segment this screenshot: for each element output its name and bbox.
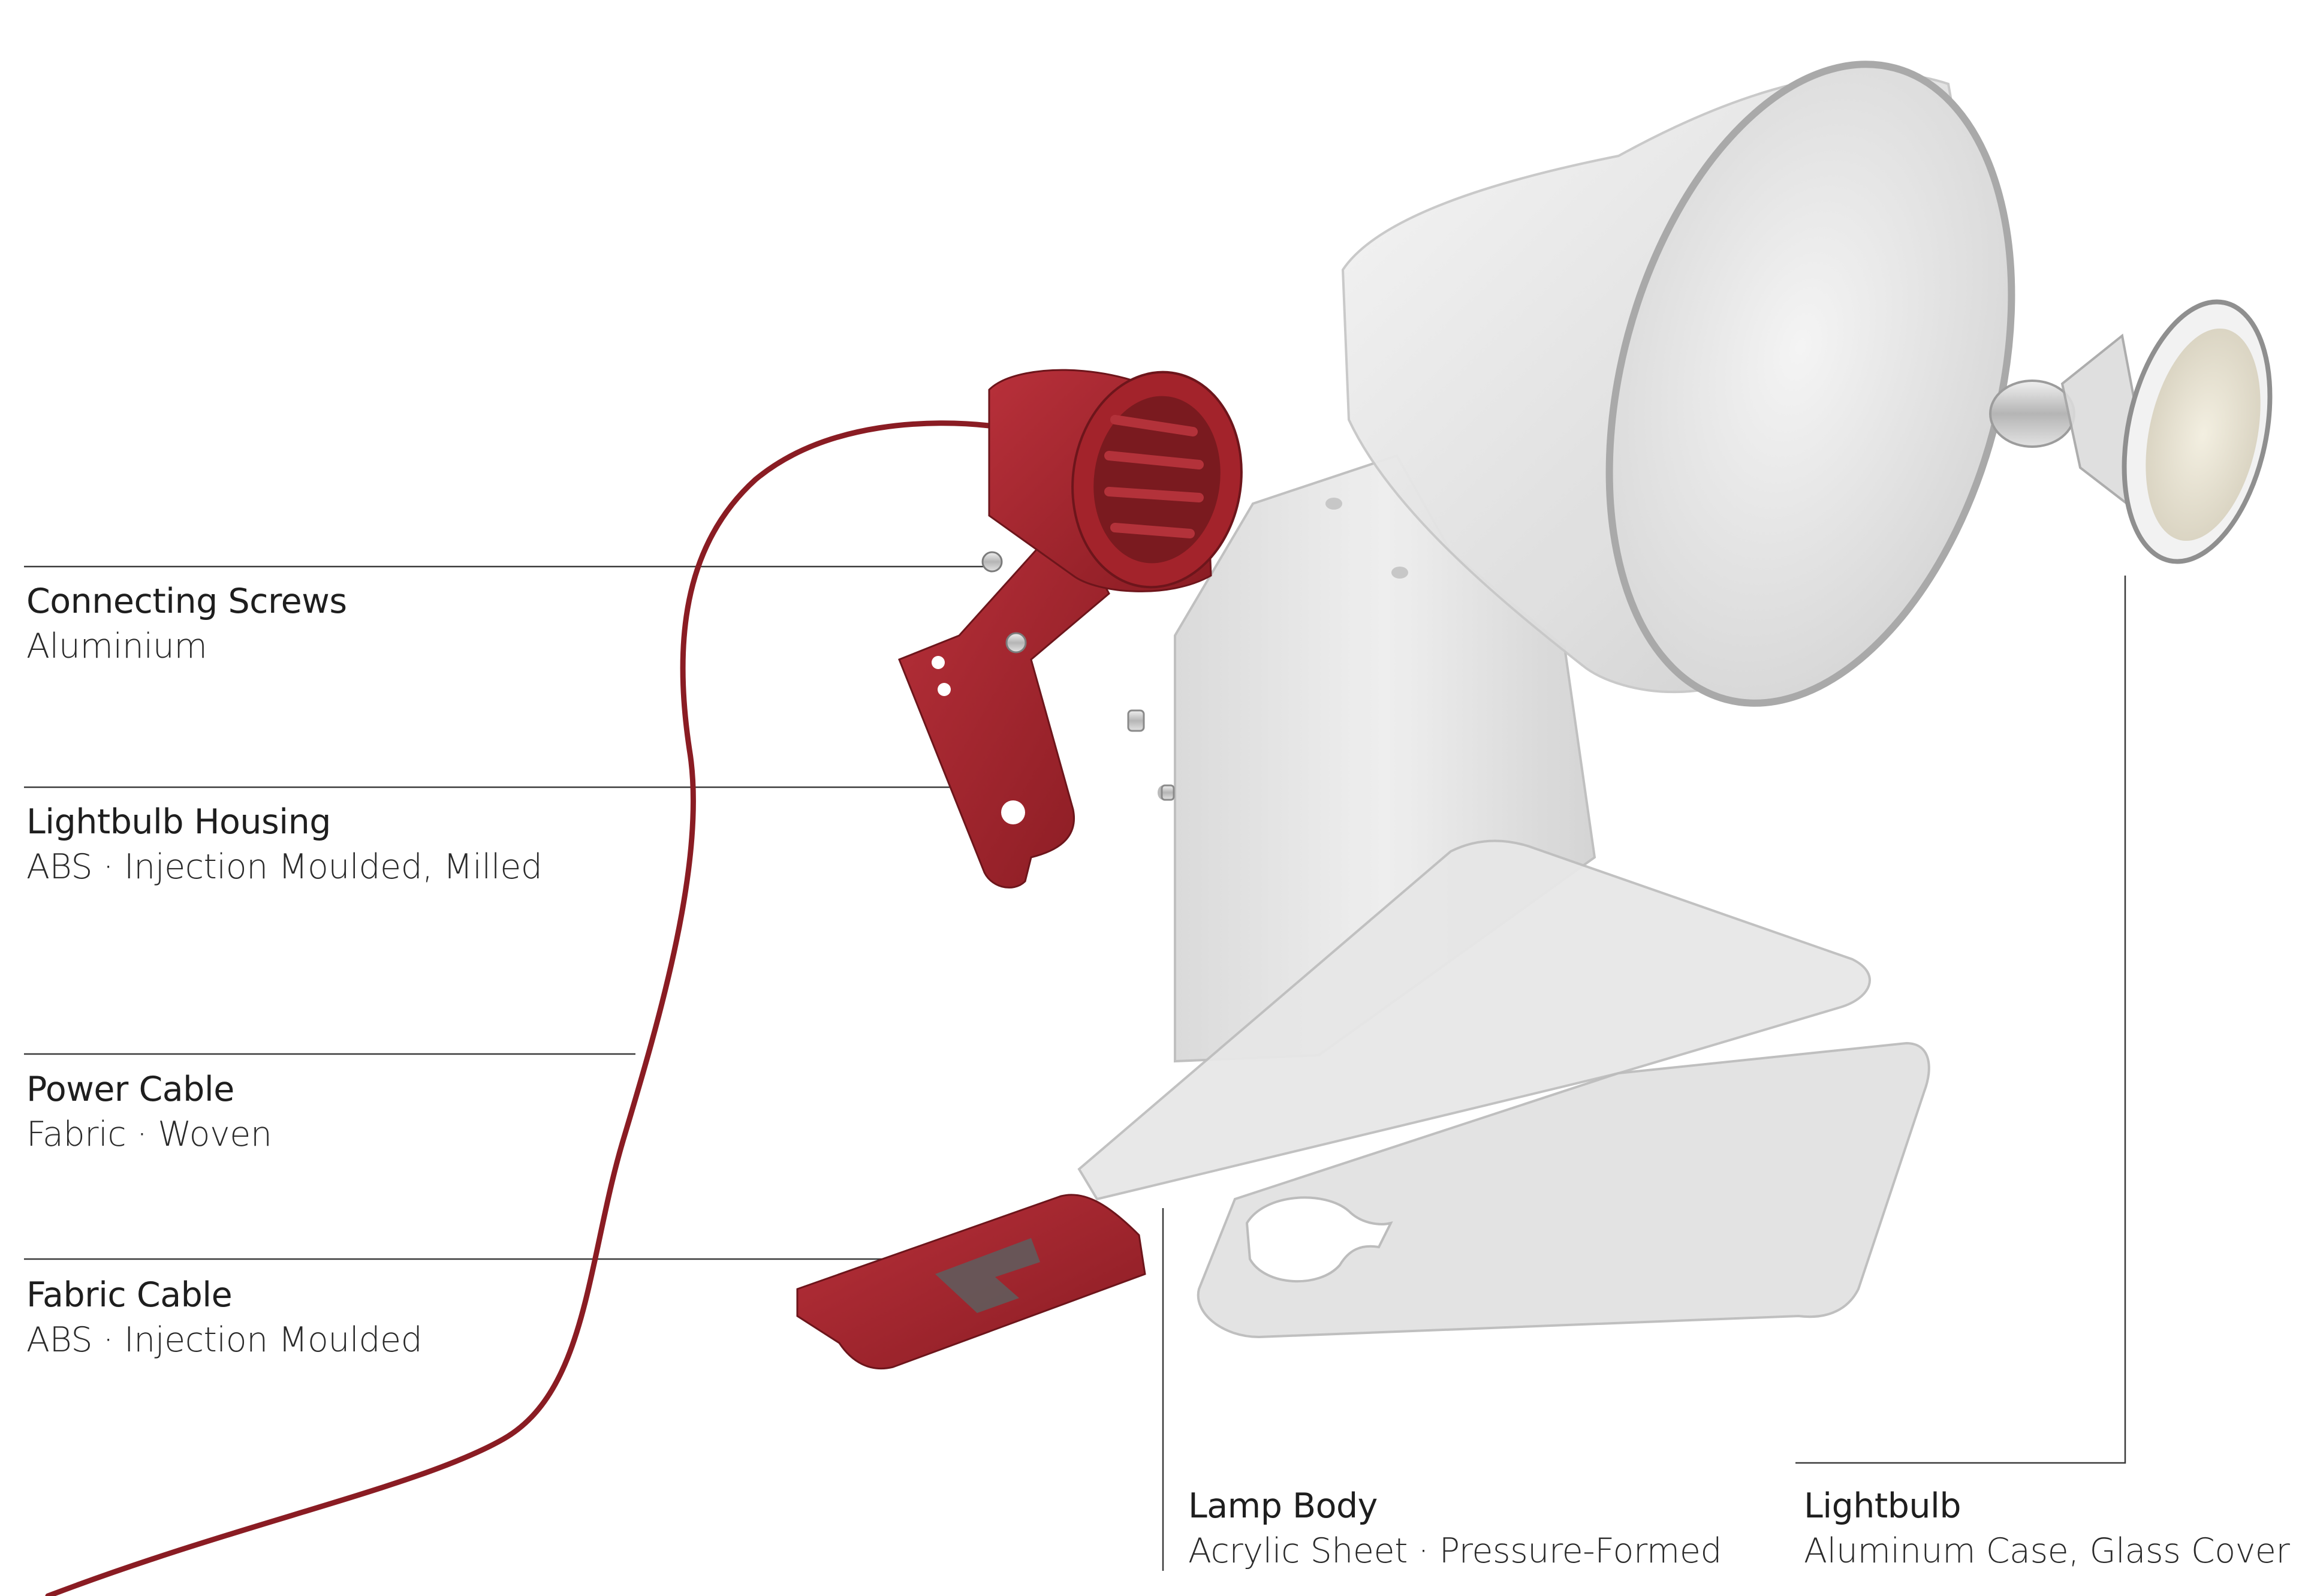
lamp-body [1077,454,1930,1339]
label-spec: Aluminium [26,627,207,666]
connecting-screws [981,551,1175,801]
label-spec: Aluminum Case, Glass Cover [1804,1531,2290,1571]
fabric-cable-clip [796,1194,1146,1370]
lightbulb-housing [898,369,1243,889]
label-spec: Fabric · Woven [26,1115,272,1154]
label-spec: ABS · Injection Moulded, Milled [26,847,543,887]
label-connecting-screws: Connecting Screws Aluminium [26,580,347,670]
label-title: Power Cable [26,1070,234,1109]
lamp-shade [1341,61,2015,707]
label-lightbulb-housing: Lightbulb Housing ABS · Injection Moulde… [26,801,543,891]
label-lightbulb: Lightbulb Aluminum Case, Glass Cover [1804,1485,2290,1575]
label-title: Lightbulb [1804,1486,1961,1526]
label-power-cable: Power Cable Fabric · Woven [26,1068,272,1158]
label-spec: ABS · Injection Moulded [26,1320,423,1360]
label-fabric-cable: Fabric Cable ABS · Injection Moulded [26,1274,423,1364]
label-title: Lightbulb Housing [26,802,331,842]
label-title: Connecting Screws [26,582,347,621]
label-lamp-body: Lamp Body Acrylic Sheet · Pressure-Forme… [1188,1485,1722,1575]
label-spec: Acrylic Sheet · Pressure-Formed [1188,1531,1722,1571]
label-title: Lamp Body [1188,1486,1378,1526]
lightbulb [1989,299,2273,564]
label-title: Fabric Cable [26,1275,233,1315]
power-cable [45,420,992,1596]
